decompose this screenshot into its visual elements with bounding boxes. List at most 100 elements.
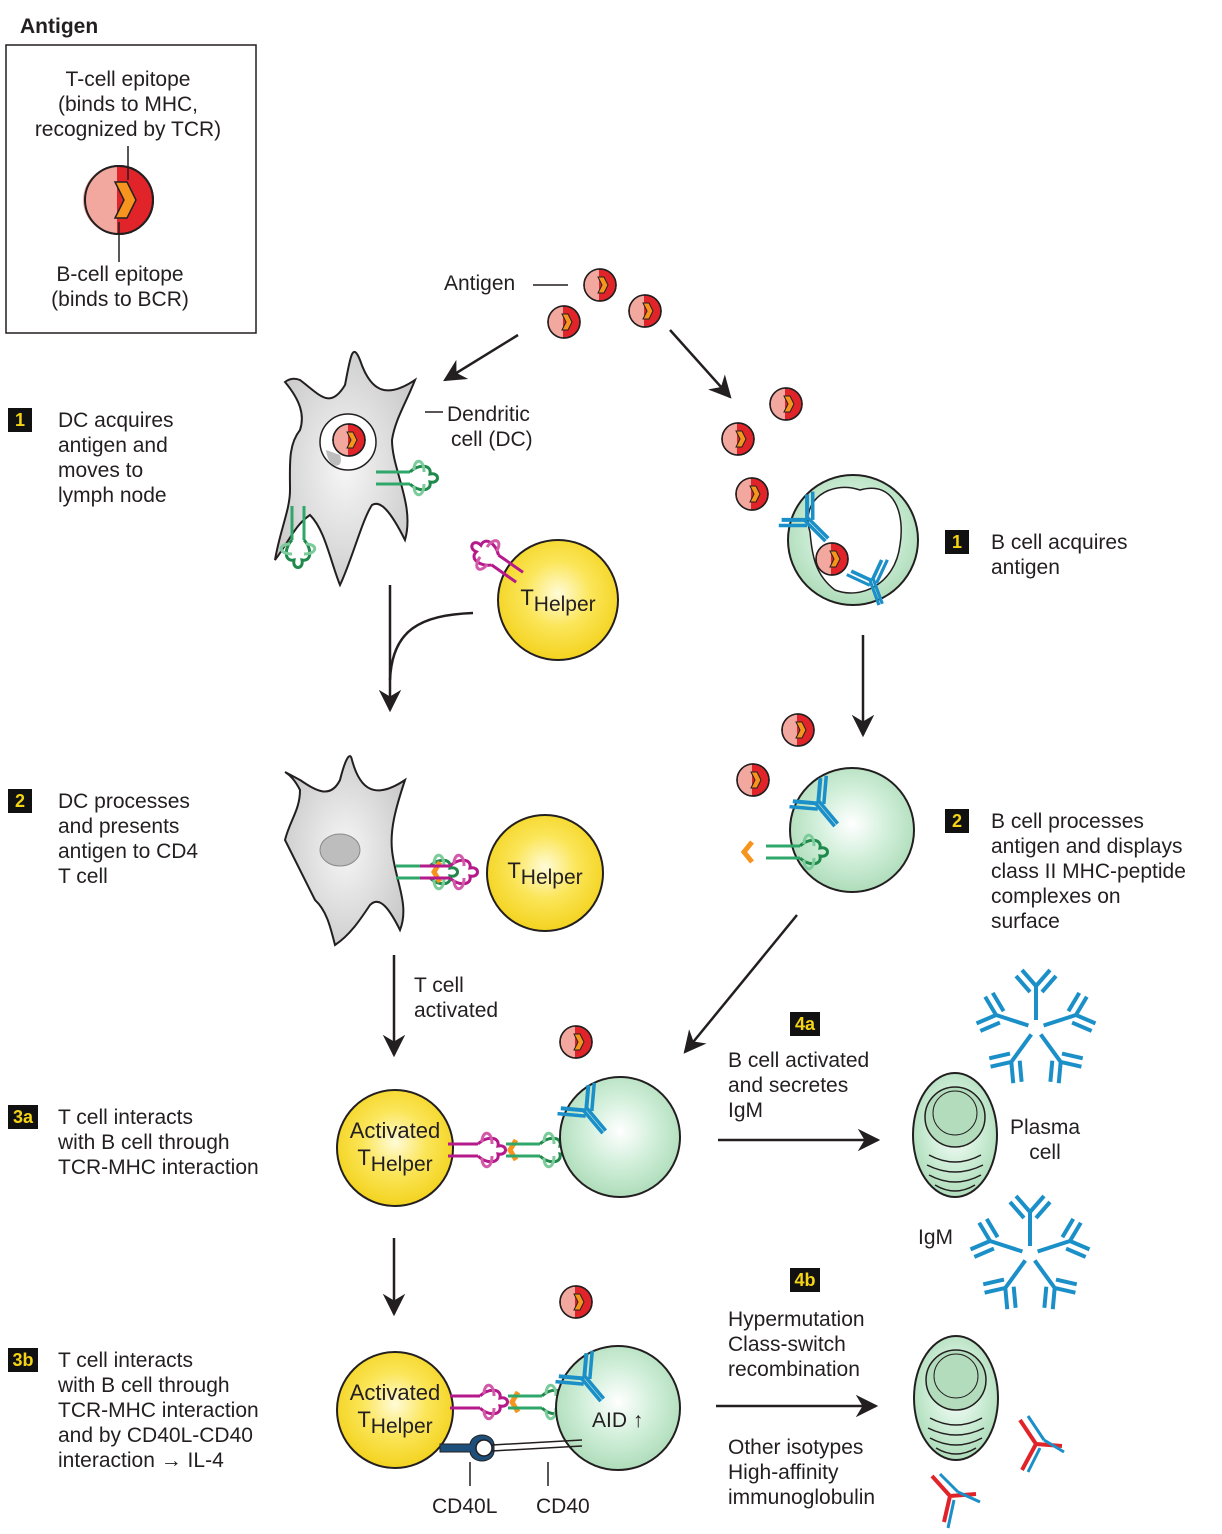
step-badge: 2 [8,789,32,813]
t-epitope-line3: recognized by TCR) [34,118,222,141]
step-text: moves to [58,459,144,482]
cd40l-cd40-interaction [439,1434,583,1462]
step-text: and secretes [728,1074,849,1097]
arrow-to-dc [443,333,519,382]
plasma-cell [912,1072,998,1198]
t-helper-cell [497,539,619,661]
mhc-ii-molecule [504,1131,569,1169]
cd40l-label: CD40L [432,1495,498,1518]
mhc-ii-molecule [394,853,459,891]
igm-pentamer [966,1194,1094,1315]
t-helper-label: THelper [520,585,596,616]
t-cell-activated-label: activated [414,999,499,1022]
t-helper-label: THelper [357,1145,433,1176]
plasma-cell [913,1335,999,1461]
antigen-label: Antigen [444,272,516,295]
arrow-to-b-cell [669,329,732,399]
step-badge: 3a [8,1105,38,1129]
other-isotype-antibody [1018,1415,1065,1473]
t-epitope-line2: (binds to MHC, [57,93,199,116]
activated-label: Activated [349,1380,441,1405]
t-helper-cell [486,814,604,932]
aid-label: AID ↑ [592,1409,644,1432]
antigen-particle [721,422,755,456]
step-text: with B cell through [58,1374,230,1397]
antigen-particle [781,713,815,747]
dc-label-line1: Dendritic [447,403,530,426]
activated-t-helper-cell [336,1351,454,1469]
b-cell [559,1076,681,1198]
step-text: recombination [728,1358,860,1381]
step-text: complexes on [991,885,1121,908]
activated-t-helper-cell [336,1089,454,1207]
step-text: class II MHC-peptide [991,860,1186,883]
antigen-inset-box [5,44,257,334]
tcr-molecule [446,1131,507,1169]
plasma-cell-label: cell [1029,1141,1061,1164]
step-text: B cell processes [991,810,1144,833]
dendritic-cell-presenting [283,755,407,947]
step-text: DC processes [58,790,190,813]
step-text: interaction → IL-4 [58,1449,224,1472]
antigen-particle [559,1025,593,1059]
cd40-label: CD40 [536,1495,590,1518]
other-isotype-antibody [930,1472,981,1529]
arrow-b2-to-3a [683,914,798,1054]
step-text: DC acquires [58,409,174,432]
antigen-particle [559,1285,593,1319]
t-helper-label: THelper [357,1407,433,1438]
step-badge: 3b [8,1348,38,1372]
step-text: T cell [58,865,108,888]
antigen-particle [815,542,849,576]
tcr-molecule [448,1383,509,1421]
plasma-cell-label: Plasma [1009,1116,1081,1139]
step-text: T cell interacts [58,1106,193,1129]
antigen-particle [628,294,662,328]
igm-label: IgM [918,1226,954,1249]
antigen-particle [736,763,770,797]
step-text: surface [991,910,1060,933]
inset-title: Antigen [20,15,99,38]
step-text: TCR-MHC interaction [58,1399,259,1422]
step-badge: 4a [790,1012,820,1036]
activated-label: Activated [349,1118,441,1143]
step-text: antigen to CD4 [58,840,199,863]
step-text: Other isotypes [728,1436,864,1459]
antigen-particle [735,477,769,511]
step-text: TCR-MHC interaction [58,1156,259,1179]
t-helper-label: THelper [507,858,583,889]
step-text: immunoglobulin [728,1486,876,1509]
antigen-particle [547,305,581,339]
inset-antigen-icon [83,165,154,235]
antigen-particle [769,387,803,421]
step-text: and by CD40L-CD40 [58,1424,253,1447]
dc-label-line2: cell (DC) [451,428,533,451]
b-epitope-line1: B-cell epitope [56,263,184,286]
step-text: antigen [991,556,1060,579]
step-text: with B cell through [58,1131,230,1154]
step-badge: 1 [8,408,32,432]
step-text: High-affinity [728,1461,839,1484]
step-text: antigen and displays [991,835,1183,858]
step-text: IgM [728,1099,764,1122]
tcr-molecule [418,853,479,891]
step-badge: 4b [790,1268,820,1292]
b-epitope-line2: (binds to BCR) [51,288,189,311]
t-epitope-line1: T-cell epitope [65,68,191,91]
t-cell-activated-label: T cell [414,974,464,997]
step-badge: 2 [945,809,969,833]
up-arrow-icon: ↑ [632,1409,644,1432]
step-text: B cell acquires [991,531,1128,554]
igm-pentamer [972,968,1100,1089]
step-badge: 1 [945,530,969,554]
b-cell [789,767,915,893]
step-text: Hypermutation [728,1308,865,1331]
step-text: lymph node [58,484,167,507]
step-text: Class-switch [728,1333,846,1356]
dendritic-cell [274,351,418,588]
step-text: B cell activated [728,1049,870,1072]
step-text: antigen and [58,434,168,457]
step-text: T cell interacts [58,1349,193,1372]
step-text: and presents [58,815,180,838]
